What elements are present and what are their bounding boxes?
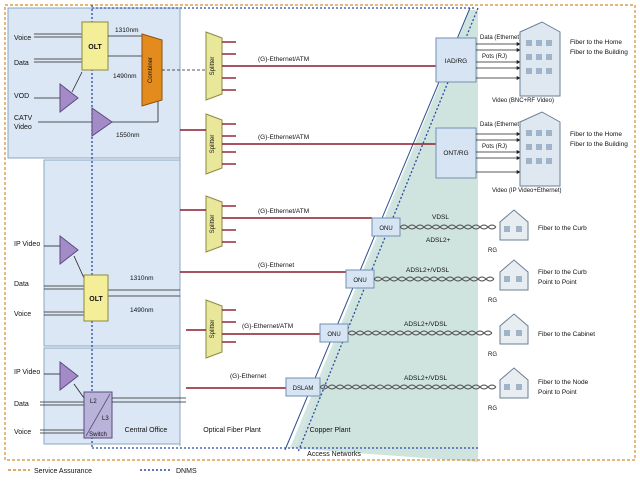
svg-text:Splitter: Splitter — [210, 135, 216, 154]
input-data-3: Data — [14, 401, 29, 408]
ftt-curb-p2p-2: Point to Point — [538, 279, 577, 286]
iad-rg-box — [435, 37, 477, 83]
onu-label-2: ONU — [353, 278, 366, 284]
dsl-label-adsl2plus: ADSL2+ — [426, 237, 451, 244]
ftt-cabinet: Fiber to the Cabinet — [538, 331, 595, 338]
copper-plant-label: Copper Plant — [310, 427, 351, 434]
splitter-2: Splitter — [205, 113, 223, 175]
ont-rg-box — [435, 127, 477, 179]
premise-data-ethernet-1: Data (Ethernet) — [480, 35, 521, 41]
link-label-1: (G)-Ethernet/ATM — [258, 56, 309, 63]
dsl-label-adsl2-vdsl-3: ADSL2+/VDSL — [404, 375, 448, 382]
ftt-home-2: Fiber to the Home — [570, 131, 622, 138]
combiner — [141, 33, 163, 107]
olt-box-1 — [81, 21, 109, 71]
building-icon-2 — [519, 111, 561, 187]
olt-box-2 — [83, 274, 109, 322]
input-ip-video-2: IP Video — [14, 369, 40, 376]
house-icon-1 — [499, 209, 529, 241]
ftt-building-1: Fiber to the Building — [570, 49, 628, 56]
premise-data-ethernet-2: Data (Ethernet) — [480, 122, 521, 128]
wavelength-1550: 1550nm — [116, 132, 140, 139]
premise-video-bnc-rf: Video (BNC+RF Video) — [492, 98, 554, 104]
input-catv: CATV — [14, 115, 32, 122]
house-icon-2 — [499, 259, 529, 291]
svg-text:Splitter: Splitter — [210, 57, 216, 76]
wavelength-1490-mid: 1490nm — [130, 307, 154, 314]
dsl-label-adsl2-vdsl-1: ADSL2+/VDSL — [406, 267, 450, 274]
amplifier-vod — [59, 82, 79, 114]
optical-fiber-plant-label: Optical Fiber Plant — [203, 427, 261, 434]
switch-label: Switch — [89, 432, 107, 438]
input-data-1: Data — [14, 60, 29, 67]
premise-video-ip-eth: Video (IP Video+Ethernet) — [492, 188, 562, 194]
svg-text:Splitter: Splitter — [210, 320, 216, 339]
link-label-6: (G)-Ethernet — [230, 373, 266, 380]
central-office-label: Central Office — [125, 427, 168, 434]
legend-service-assurance-label: Service Assurance — [34, 468, 92, 475]
combiner-label: Combiner — [148, 57, 154, 83]
splitter-3: Splitter — [205, 195, 223, 253]
input-vod: VOD — [14, 93, 29, 100]
onu-label-3: ONU — [327, 332, 340, 338]
legend-dnms-label: DNMS — [176, 468, 197, 475]
access-networks-label: Access Networks — [307, 451, 361, 458]
amplifier-ip-video-1 — [59, 234, 79, 266]
splitter-1: Splitter — [205, 31, 223, 101]
input-data-2: Data — [14, 281, 29, 288]
house-icon-4 — [499, 367, 529, 399]
amplifier-catv — [91, 107, 113, 137]
ftt-home-1: Fiber to the Home — [570, 39, 622, 46]
rg-label-2: RG — [488, 298, 497, 304]
house-icon-3 — [499, 313, 529, 345]
premise-pots-rj-2: Pots (RJ) — [482, 144, 507, 150]
ftt-node-p2p-1: Fiber to the Node — [538, 379, 589, 386]
olt-label-1: OLT — [88, 44, 102, 51]
ftt-curb-p2p-1: Fiber to the Curb — [538, 269, 587, 276]
rg-label-4: RG — [488, 406, 497, 412]
input-ip-video-1: IP Video — [14, 241, 40, 248]
input-voice-3: Voice — [14, 429, 31, 436]
amplifier-ip-video-2 — [59, 360, 79, 392]
splitter-4: Splitter — [205, 299, 223, 359]
ont-rg-label: ONT/RG — [443, 150, 468, 157]
link-label-2: (G)-Ethernet/ATM — [258, 134, 309, 141]
input-voice-2: Voice — [14, 311, 31, 318]
input-voice-1: Voice — [14, 35, 31, 42]
link-label-5: (G)-Ethernet/ATM — [242, 323, 293, 330]
rg-label-3: RG — [488, 352, 497, 358]
onu-label-1: ONU — [379, 226, 392, 232]
ftt-node-p2p-2: Point to Point — [538, 389, 577, 396]
wavelength-1310-mid: 1310nm — [130, 275, 154, 282]
switch-l3-label: L3 — [102, 416, 109, 422]
olt-label-2: OLT — [89, 296, 103, 303]
service-assurance-boundary — [4, 4, 636, 461]
building-icon-1 — [519, 21, 561, 97]
ftt-building-2: Fiber to the Building — [570, 141, 628, 148]
rg-label-1: RG — [488, 248, 497, 254]
ftt-curb: Fiber to the Curb — [538, 225, 587, 232]
wavelength-1310-top: 1310nm — [115, 27, 139, 34]
input-video: Video — [14, 124, 32, 131]
premise-pots-rj-1: Pots (RJ) — [482, 54, 507, 60]
link-label-3: (G)-Ethernet/ATM — [258, 208, 309, 215]
iad-rg-label: IAD/RG — [445, 58, 467, 65]
svg-text:Splitter: Splitter — [210, 215, 216, 234]
dsl-label-adsl2-vdsl-2: ADSL2+/VDSL — [404, 321, 448, 328]
dsl-link-2 — [373, 276, 495, 282]
wavelength-1490-top: 1490nm — [113, 73, 137, 80]
dslam-label: DSLAM — [293, 386, 314, 392]
dsl-label-vdsl-1: VDSL — [432, 214, 449, 221]
switch-l2-label: L2 — [90, 399, 97, 405]
link-label-4: (G)-Ethernet — [258, 262, 294, 269]
